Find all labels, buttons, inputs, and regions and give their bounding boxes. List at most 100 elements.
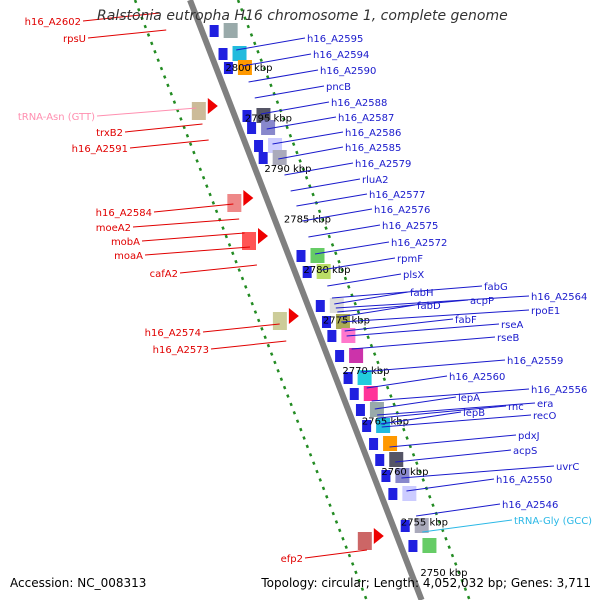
label-leader-line (344, 318, 454, 332)
gene-label[interactable]: rpmF (397, 254, 423, 265)
label-leader-line (339, 304, 416, 318)
label-leader-line (335, 295, 530, 309)
gene-label[interactable]: efp2 (281, 554, 303, 565)
gene-label[interactable]: fabH (410, 288, 434, 299)
label-leader-line (366, 375, 448, 389)
forward-gene-block (232, 46, 247, 61)
label-leader-line (371, 388, 530, 402)
forward-gene-arrow (375, 454, 385, 466)
forward-gene-block (272, 150, 287, 165)
label-leader-line (321, 257, 396, 271)
gene-label[interactable]: moaA (114, 251, 143, 262)
gene-label[interactable]: trxB2 (96, 128, 123, 139)
gene-label[interactable]: rseA (501, 320, 523, 331)
gene-label[interactable]: h16_A2584 (96, 208, 152, 219)
gene-label[interactable]: lepA (458, 393, 480, 404)
gene-label[interactable]: h16_A2590 (320, 66, 376, 77)
forward-gene-block (237, 60, 252, 75)
gene-label[interactable]: h16_A2574 (145, 328, 201, 339)
gene-label[interactable]: fabG (484, 282, 508, 293)
gene-label[interactable]: rseB (497, 333, 519, 344)
gene-label[interactable]: h16_A2560 (449, 372, 505, 383)
gene-label[interactable]: plsX (403, 270, 424, 281)
forward-gene-block (357, 370, 372, 385)
chromosome-backbone (187, 0, 425, 600)
gene-label[interactable]: h16_A2602 (25, 17, 81, 28)
gene-label[interactable]: h16_A2586 (345, 128, 401, 139)
gene-label[interactable]: recO (533, 411, 557, 422)
gene-label[interactable]: h16_A2572 (391, 238, 447, 249)
gene-label[interactable]: mobA (111, 237, 140, 248)
forward-gene-arrow (327, 330, 337, 342)
reverse-gene-block (242, 232, 257, 250)
gene-label[interactable]: acpS (513, 446, 537, 457)
forward-gene-arrow (209, 25, 219, 37)
label-leader-line (254, 85, 325, 99)
accession-text: Accession: NC_008313 (10, 576, 147, 590)
scale-tick-label: 2775 kbp (323, 316, 370, 327)
label-leader-line (302, 208, 373, 222)
forward-gene-block (316, 264, 331, 279)
forward-gene-block (395, 468, 410, 483)
forward-gene-block (349, 348, 364, 363)
reverse-gene-arrow (373, 528, 384, 544)
gene-label[interactable]: h16_A2576 (374, 205, 430, 216)
gene-label[interactable]: h16_A2579 (355, 159, 411, 170)
label-leader-line (236, 37, 306, 51)
gene-label[interactable]: tRNA-Gly (GCC) (514, 516, 592, 527)
gene-label[interactable]: h16_A2575 (382, 221, 438, 232)
gene-label[interactable]: lepB (463, 408, 485, 419)
label-leader-line (416, 503, 501, 517)
label-leader-line (260, 101, 330, 115)
map-title: Ralstonia eutropha H16 chromosome 1, com… (97, 8, 508, 24)
forward-gene-arrow (258, 152, 268, 164)
gene-label[interactable]: era (537, 399, 553, 410)
gene-label[interactable]: h16_A2595 (307, 34, 363, 45)
label-leader-line (96, 107, 197, 117)
gene-label[interactable]: h16_A2588 (331, 98, 387, 109)
gene-label[interactable]: h16_A2564 (531, 292, 587, 303)
gene-label[interactable]: h16_A2585 (345, 143, 401, 154)
forward-gene-block (223, 23, 238, 38)
gene-label[interactable]: fabF (455, 315, 477, 326)
reverse-gene-block (272, 312, 287, 330)
scale-tick-label: 2780 kbp (303, 265, 350, 276)
gene-label[interactable]: moeA2 (96, 223, 131, 234)
label-leader-line (296, 193, 368, 207)
gene-label[interactable]: rluA2 (362, 175, 388, 186)
gene-label[interactable]: tRNA-Asn (GTT) (18, 112, 95, 123)
gene-label[interactable]: h16_A2546 (502, 500, 558, 511)
label-leader-line (308, 224, 381, 238)
gene-label[interactable]: h16_A2559 (507, 356, 563, 367)
scale-tick-label: 2790 kbp (264, 164, 311, 175)
gene-label[interactable]: h16_A2573 (153, 345, 209, 356)
gene-label[interactable]: h16_A2594 (313, 50, 369, 61)
gene-label[interactable]: uvrC (556, 462, 579, 473)
gene-label[interactable]: rpoE1 (531, 306, 560, 317)
gene-label[interactable]: h16_A2591 (72, 144, 128, 155)
forward-gene-block (310, 248, 325, 263)
label-leader-line (242, 53, 312, 67)
scale-tick-label: 2795 kbp (245, 114, 292, 125)
label-leader-line (153, 203, 234, 213)
gene-label[interactable]: h16_A2587 (338, 113, 394, 124)
gene-label[interactable]: cafA2 (150, 269, 178, 280)
forward-gene-arrow (408, 540, 418, 552)
gene-labels: h16_A2595 h16_A2594 h16_A2590 pncB h16_A2588… (18, 17, 592, 565)
gene-label[interactable]: h16_A2550 (496, 475, 552, 486)
forward-gene-arrow (321, 316, 331, 328)
gene-label[interactable]: fabD (417, 301, 441, 312)
gene-label[interactable]: pncB (326, 82, 351, 93)
label-leader-line (290, 178, 361, 192)
gene-label[interactable]: h16_A2556 (531, 385, 587, 396)
right-dotted-track (236, 0, 471, 600)
gene-label[interactable]: rpsU (63, 34, 86, 45)
gene-label[interactable]: acpP (470, 296, 494, 307)
label-leader-line (346, 323, 500, 337)
scale-tick-label: 2750 kbp (420, 568, 467, 579)
gene-label[interactable]: pdxJ (518, 431, 540, 442)
forward-gene-arrow (362, 420, 372, 432)
gene-label[interactable]: h16_A2577 (369, 190, 425, 201)
forward-gene-arrow (400, 520, 410, 532)
gene-label[interactable]: rnc (508, 402, 524, 413)
